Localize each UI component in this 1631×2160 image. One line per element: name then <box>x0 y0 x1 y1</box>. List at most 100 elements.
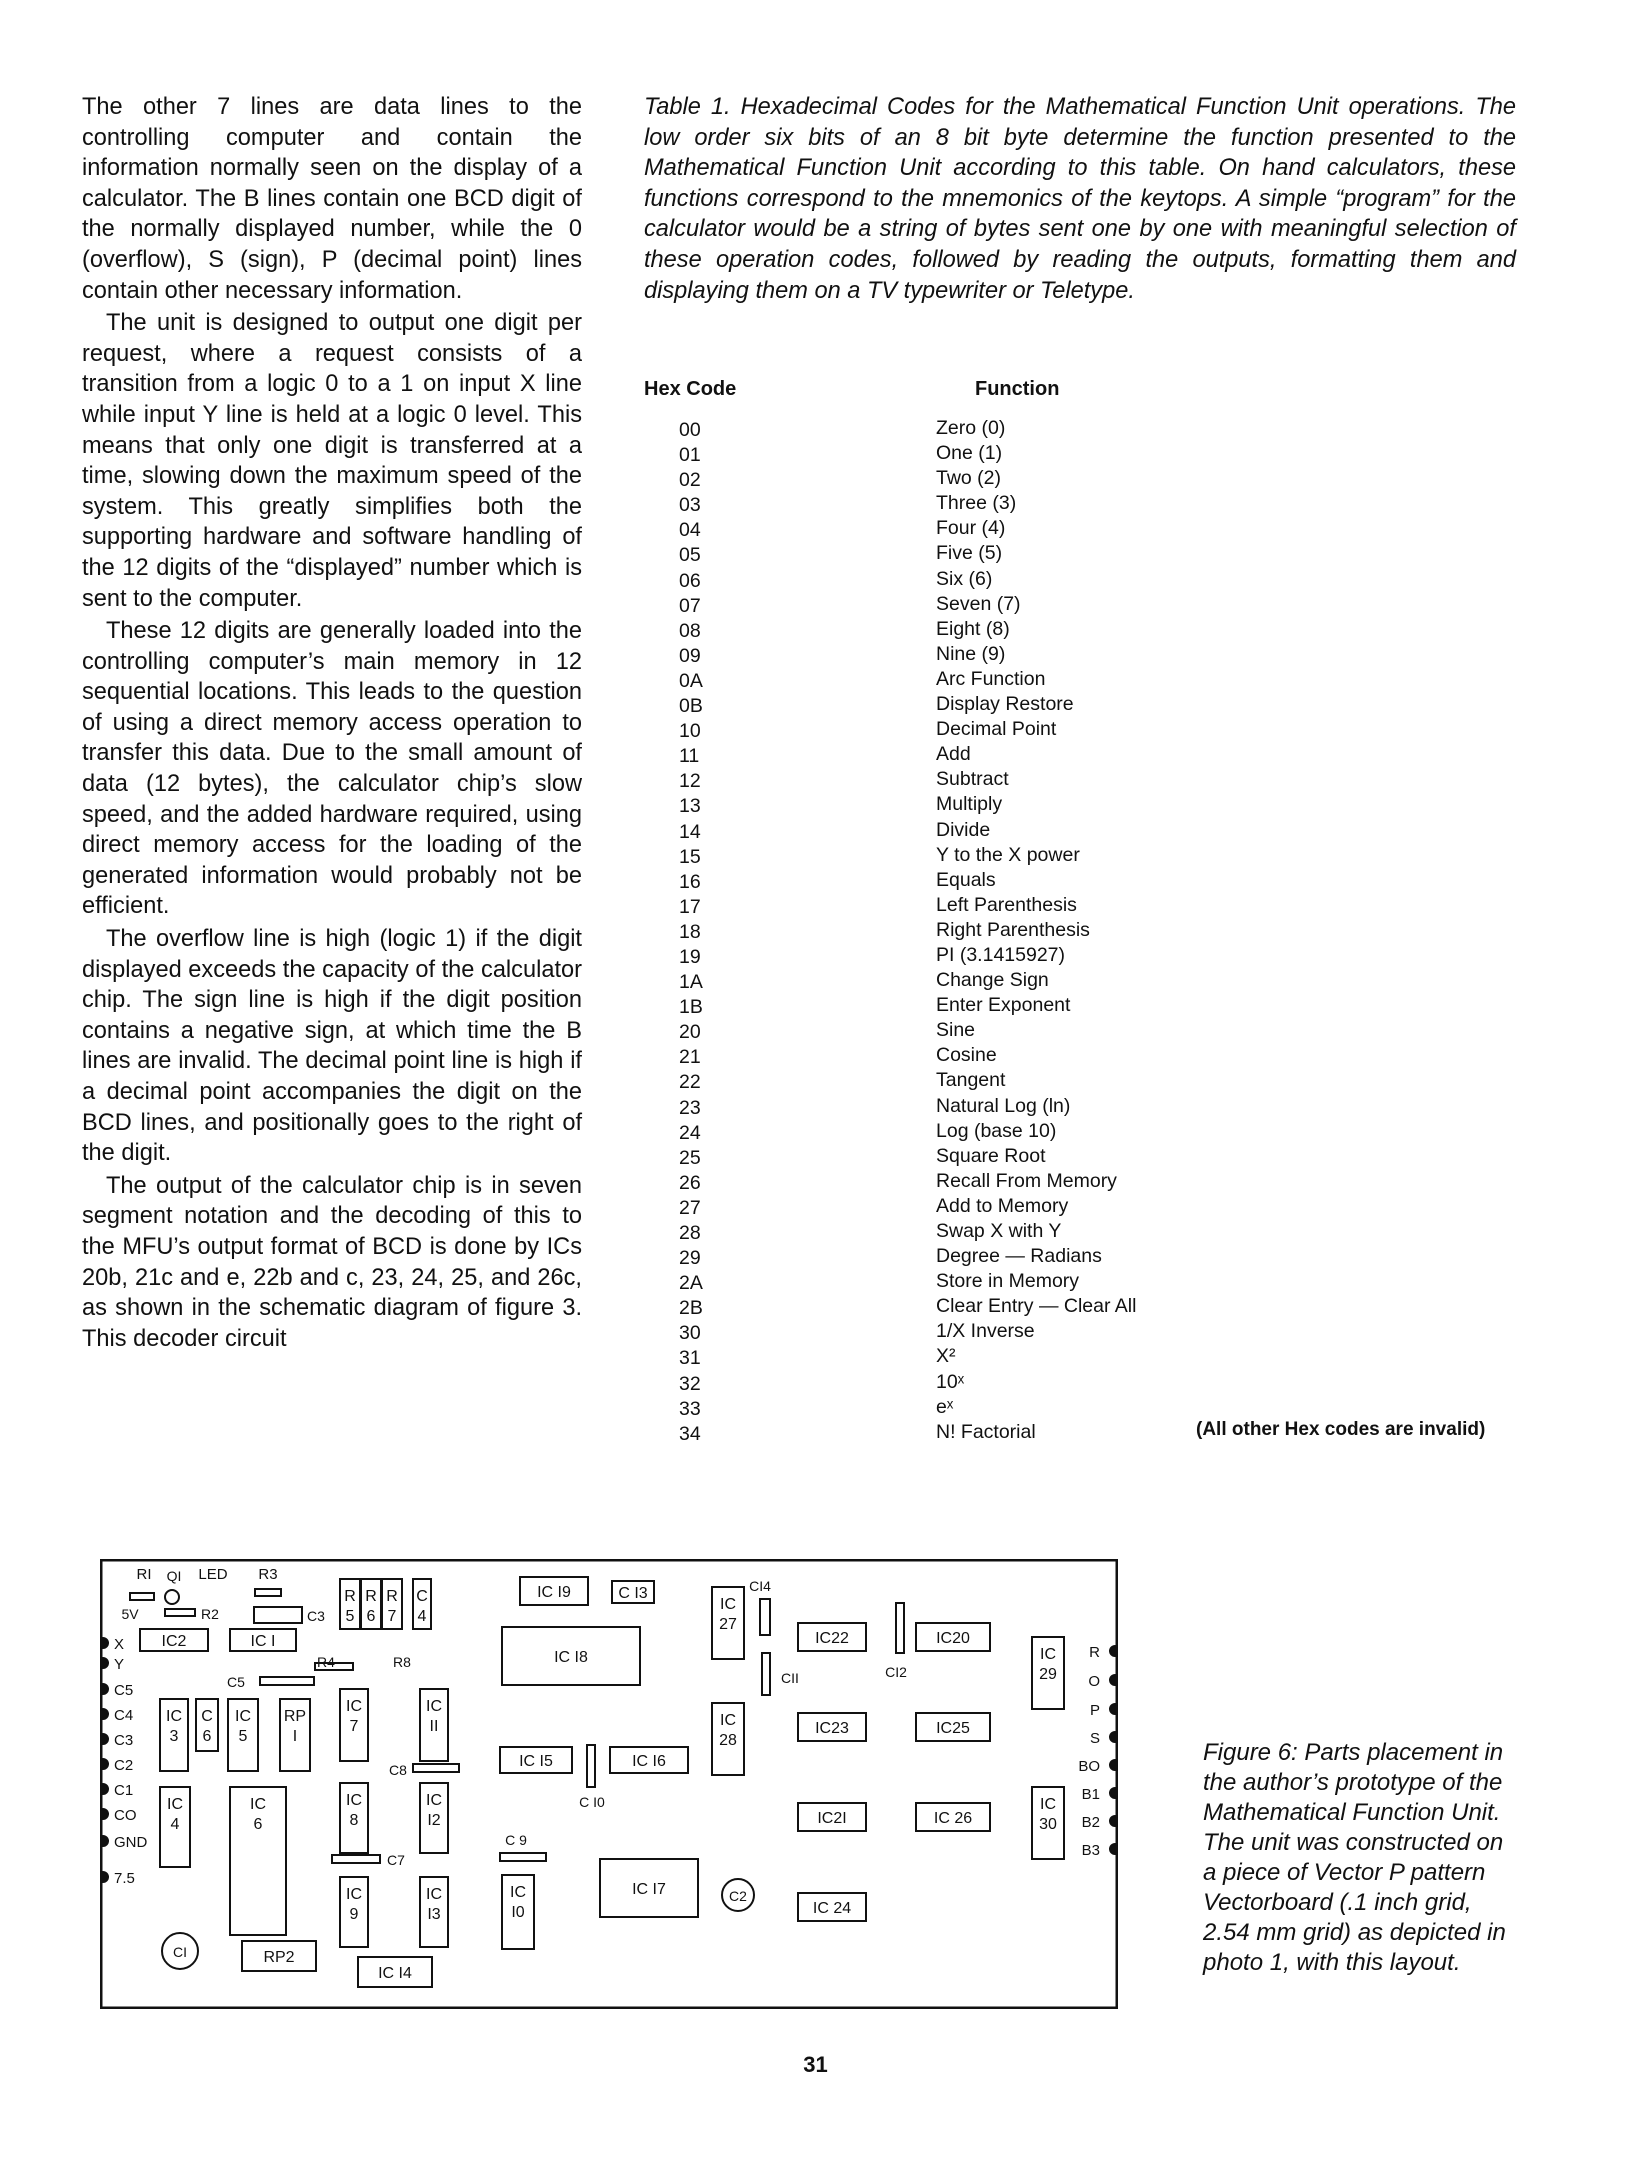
r6-label: 6 <box>367 1608 376 1625</box>
hex-code-cell: 05 <box>679 544 701 567</box>
function-cell: Log (base 10) <box>936 1119 1057 1142</box>
r3-label: R3 <box>258 1566 277 1583</box>
edge-pin-label: BO <box>1078 1758 1100 1775</box>
edge-pin-left <box>100 1783 109 1795</box>
hex-code-cell: 32 <box>679 1372 701 1395</box>
r6-label: R <box>365 1588 377 1605</box>
edge-pin-label: CO <box>114 1807 137 1824</box>
hex-code-cell: 2A <box>679 1272 703 1295</box>
edge-pin-left <box>100 1657 109 1669</box>
function-header: Function <box>975 378 1060 400</box>
edge-pin-right <box>1109 1703 1118 1715</box>
edge-pin-left <box>100 1637 109 1649</box>
c6-outline <box>195 1698 219 1752</box>
rp1-label: RP <box>284 1708 306 1725</box>
hex-code-cell: 22 <box>679 1071 701 1094</box>
c8-symbol <box>412 1763 460 1773</box>
function-cell: Nine (9) <box>936 642 1006 665</box>
edge-pin-label: O <box>1088 1673 1100 1690</box>
hex-code-cell: 20 <box>679 1021 701 1044</box>
ic22-label: IC22 <box>815 1630 849 1647</box>
function-cell: N! Factorial <box>936 1420 1036 1443</box>
function-cell: Y to the X power <box>936 843 1080 866</box>
function-cell: Four (4) <box>936 517 1006 540</box>
ic15-label: IC I5 <box>519 1753 553 1770</box>
hex-code-cell: 01 <box>679 444 701 467</box>
edge-pin-right <box>1109 1674 1118 1686</box>
rp1-label: I <box>293 1728 297 1745</box>
function-cell: Tangent <box>936 1069 1006 1092</box>
ic15-outline <box>499 1746 573 1774</box>
edge-pin-label: C5 <box>114 1682 133 1699</box>
ic7-outline <box>339 1688 369 1762</box>
r1-label: RI <box>137 1566 152 1583</box>
ic8-label: 8 <box>350 1812 359 1829</box>
c1-symbol <box>161 1932 199 1970</box>
ic11-label: II <box>430 1718 439 1735</box>
function-cell: Swap X with Y <box>936 1220 1062 1242</box>
ic25-label: IC25 <box>936 1720 970 1737</box>
function-cell: Five (5) <box>936 542 1003 565</box>
function-cell: Three (3) <box>936 492 1017 515</box>
ic12-label: I2 <box>427 1812 440 1829</box>
ic3-label: 3 <box>170 1728 179 1745</box>
r4-symbol <box>314 1662 354 1671</box>
ic8-outline <box>339 1782 369 1854</box>
c4-outline <box>412 1578 432 1630</box>
c9-label: C 9 <box>505 1832 527 1848</box>
hex-code-cell: 29 <box>679 1247 701 1270</box>
page-number: 31 <box>803 2052 828 2077</box>
edge-pin-right <box>1109 1759 1118 1771</box>
c10-symbol <box>586 1744 596 1788</box>
ic24-outline <box>797 1892 867 1922</box>
edge-pin-left <box>100 1708 109 1720</box>
ic11-label: IC <box>426 1698 442 1715</box>
body-paragraph: The overflow line is high (logic 1) if t… <box>82 926 582 1167</box>
body-paragraph: The output of the calculator chip is in … <box>82 1172 582 1352</box>
ic13-outline <box>419 1876 449 1948</box>
ic17-outline <box>599 1858 699 1918</box>
function-cell: Add <box>936 743 971 766</box>
function-cell: One (1) <box>936 442 1003 465</box>
c5-label: C5 <box>227 1674 245 1690</box>
rp1-outline <box>279 1698 311 1772</box>
hex-code-cell: 0B <box>679 695 703 718</box>
hex-code-cell: 27 <box>679 1196 701 1219</box>
function-cell: X² <box>936 1345 956 1368</box>
ic6-outline <box>229 1786 287 1936</box>
c3-symbol <box>253 1606 303 1624</box>
function-cell: Cosine <box>936 1044 997 1067</box>
edge-pin-right <box>1109 1815 1118 1827</box>
ic28-label: IC <box>720 1712 736 1729</box>
function-cell: Sine <box>936 1019 976 1042</box>
hex-code-cell: 09 <box>679 644 701 667</box>
hex-code-cell: 00 <box>679 419 701 441</box>
ic26-outline <box>915 1802 991 1832</box>
hex-code-cell: 2B <box>679 1297 703 1320</box>
ic29-label: 29 <box>1039 1666 1057 1683</box>
hex-code-cell: 1B <box>679 996 703 1019</box>
ic23-outline <box>797 1712 867 1742</box>
hex-code-cell: 06 <box>679 569 701 592</box>
edge-pin-label: B1 <box>1082 1786 1100 1803</box>
hex-code-cell: 07 <box>679 594 701 617</box>
c9-symbol <box>499 1852 547 1862</box>
function-column: Zero (0)One (1)Two (2)Three (3)Four (4)F… <box>936 416 1136 1445</box>
q1-symbol <box>164 1589 180 1605</box>
function-cell: 1/X Inverse <box>936 1320 1035 1343</box>
c14-label: CI4 <box>749 1578 771 1594</box>
hex-code-cell: 11 <box>679 745 700 768</box>
function-cell: Display Restore <box>936 693 1074 716</box>
r5-label: 5 <box>346 1608 355 1625</box>
ic7-label: IC <box>346 1698 362 1715</box>
function-cell: Natural Log (ln) <box>936 1094 1071 1117</box>
supply-label: 5V <box>121 1606 139 1622</box>
function-cell: Seven (7) <box>936 592 1021 615</box>
function-cell: Multiply <box>936 793 1003 816</box>
c3-label: C3 <box>307 1608 325 1624</box>
hex-code-cell: 10 <box>679 720 701 743</box>
function-cell: Six (6) <box>936 567 993 590</box>
function-cell: Eight (8) <box>936 617 1010 640</box>
hex-code-cell: 34 <box>679 1422 701 1445</box>
r7-label: 7 <box>388 1608 397 1625</box>
